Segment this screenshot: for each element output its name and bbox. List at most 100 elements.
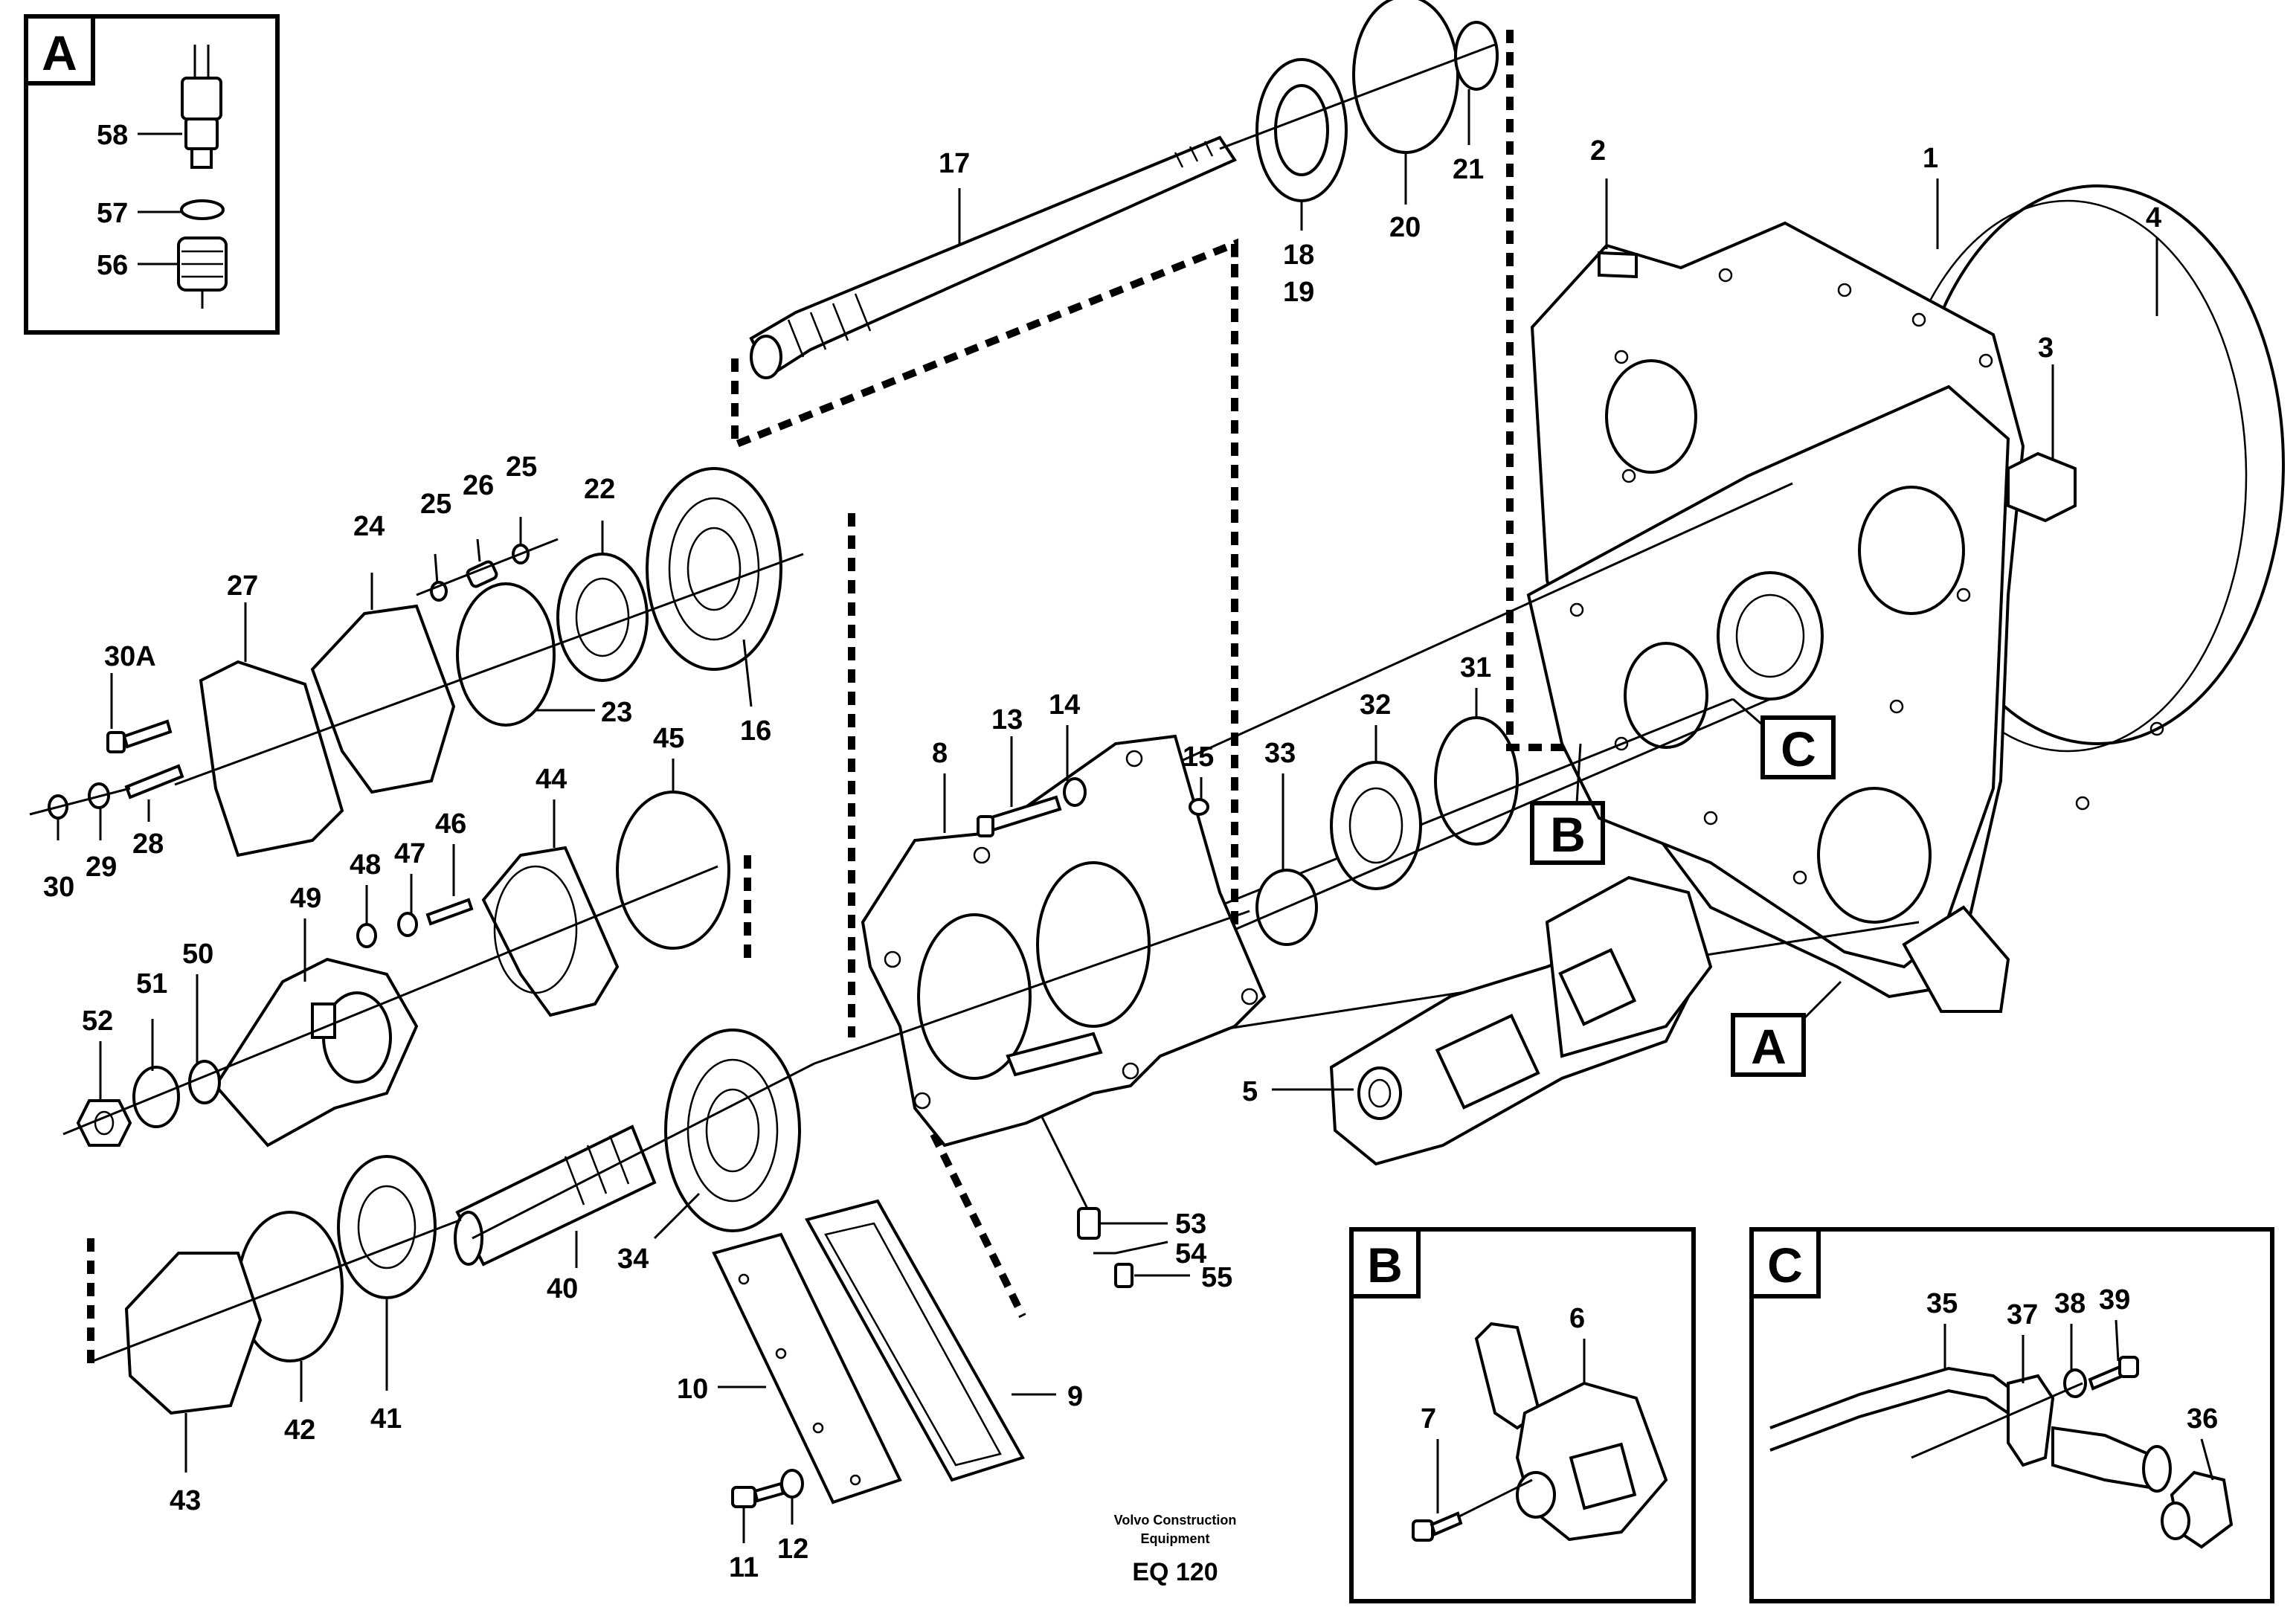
label-35: 35 (1926, 1288, 1958, 1319)
callout-b: B (1530, 743, 1605, 865)
screw-part (731, 1481, 785, 1508)
label-19: 19 (1283, 277, 1314, 308)
drawing-code: EQ 120 (1132, 1558, 1218, 1586)
inset-c-letter: C (1767, 1238, 1803, 1293)
svg-text:A: A (1751, 1019, 1787, 1074)
label-33: 33 (1264, 738, 1296, 769)
label-40: 40 (547, 1273, 578, 1304)
washer-part (397, 912, 418, 937)
label-49: 49 (290, 883, 321, 914)
label-36: 36 (2187, 1403, 2218, 1435)
label-23: 23 (601, 697, 632, 728)
label-24: 24 (353, 511, 385, 542)
label-4: 4 (2146, 202, 2161, 234)
label-28: 28 (132, 828, 164, 860)
label-38: 38 (2054, 1288, 2086, 1319)
label-16: 16 (740, 715, 771, 747)
washer-part (780, 1469, 804, 1499)
company-line-2: Equipment (1141, 1531, 1210, 1546)
screw-part (2088, 1356, 2139, 1391)
label-44: 44 (536, 764, 567, 795)
input-shaft-part (749, 135, 1237, 379)
bearing-part (1255, 58, 1348, 202)
label-25-right: 25 (506, 451, 537, 483)
inset-a-letter: A (42, 25, 77, 80)
label-8: 8 (932, 738, 948, 769)
label-53: 53 (1175, 1209, 1206, 1240)
inset-b: B 7 6 (1349, 1227, 1696, 1603)
label-45: 45 (653, 723, 684, 754)
washer-part (1063, 777, 1087, 807)
pin-part (1189, 798, 1209, 816)
screw-part (1412, 1511, 1463, 1542)
label-15: 15 (1183, 741, 1214, 773)
label-41: 41 (370, 1403, 402, 1435)
label-55: 55 (1201, 1262, 1232, 1293)
label-17: 17 (939, 148, 970, 179)
nut-part (76, 1099, 132, 1147)
label-10: 10 (677, 1374, 708, 1405)
end-cover-part (199, 660, 344, 857)
label-20: 20 (1389, 212, 1421, 243)
bearing-housing-part (481, 846, 620, 1017)
label-39: 39 (2099, 1284, 2130, 1316)
svg-text:C: C (1781, 721, 1816, 776)
label-52: 52 (82, 1005, 113, 1037)
label-56: 56 (97, 250, 128, 281)
adapter-part (177, 236, 228, 309)
label-29: 29 (86, 852, 117, 883)
label-12: 12 (777, 1534, 808, 1565)
label-51: 51 (136, 968, 167, 1000)
svg-text:B: B (1550, 807, 1586, 862)
pin-part (466, 560, 498, 588)
o-ring-part (180, 199, 225, 220)
plug-part (1077, 1207, 1101, 1240)
label-34: 34 (617, 1243, 649, 1275)
label-9: 9 (1067, 1381, 1083, 1412)
label-50: 50 (182, 939, 213, 970)
company-line-1: Volvo Construction (1114, 1513, 1237, 1528)
label-22: 22 (584, 474, 615, 505)
bearing-part (337, 1155, 437, 1299)
label-3: 3 (2038, 332, 2054, 364)
cover-plate-part (712, 1199, 1025, 1504)
inset-c: C 35 37 38 39 36 (1749, 1227, 2274, 1603)
stud-part (124, 764, 184, 799)
label-30: 30 (43, 872, 74, 903)
sensor-part (181, 45, 222, 169)
label-43: 43 (170, 1485, 201, 1516)
label-1: 1 (1923, 143, 1938, 174)
bolt-part (425, 898, 474, 926)
label-14: 14 (1049, 689, 1080, 721)
intermediate-housing-part (861, 734, 1267, 1148)
label-47: 47 (394, 838, 425, 869)
callout-c: C (1732, 698, 1836, 779)
label-11: 11 (729, 1552, 759, 1583)
gear-part (664, 1029, 801, 1232)
label-46: 46 (435, 808, 466, 840)
elbow-fitting-part (2161, 1470, 2234, 1549)
label-31: 31 (1460, 652, 1491, 683)
bolt-part (977, 795, 1062, 837)
valve-part (1474, 1322, 1668, 1542)
label-54: 54 (1175, 1238, 1206, 1269)
bolt-part (106, 719, 173, 753)
gear-part (646, 467, 782, 671)
label-6: 6 (1569, 1303, 1585, 1334)
hydraulic-pump-part (1329, 875, 1713, 1166)
inset-b-letter: B (1367, 1238, 1403, 1293)
coupling-flange-part (213, 957, 419, 1148)
label-25-left: 25 (420, 489, 451, 520)
label-2: 2 (1590, 135, 1606, 167)
label-32: 32 (1360, 689, 1391, 721)
housing-part (1526, 184, 2285, 1013)
inset-a: A 58 57 56 (24, 14, 280, 335)
label-58: 58 (97, 120, 128, 151)
label-27: 27 (227, 570, 258, 602)
label-37: 37 (2007, 1299, 2038, 1330)
label-18: 18 (1283, 239, 1314, 271)
cover-part (124, 1252, 263, 1415)
cover-gasket-part (310, 604, 456, 794)
seal-ring-part (1352, 0, 1459, 154)
